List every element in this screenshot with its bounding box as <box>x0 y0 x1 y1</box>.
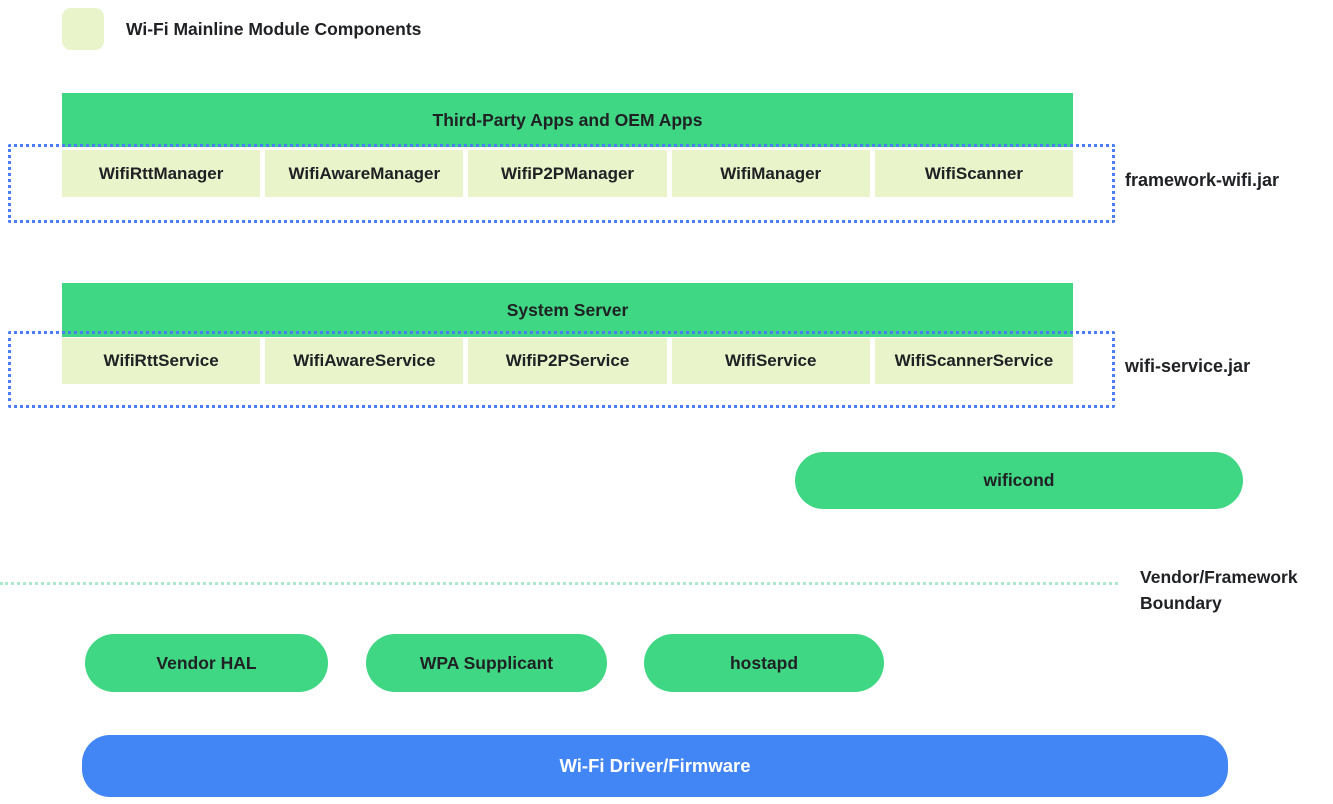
module-box-wifirttmanager: WifiRttManager <box>62 150 261 197</box>
vendor-framework-boundary-line <box>0 582 1118 585</box>
framework-wifi-jar-label: framework-wifi.jar <box>1125 170 1280 190</box>
system-server-header: System Server <box>62 283 1073 337</box>
module-box-wifip2pservice: WifiP2PService <box>468 338 667 384</box>
manager-module-row: WifiRttManager WifiAwareManager WifiP2PM… <box>62 150 1074 197</box>
module-box-wifimanager: WifiManager <box>671 150 870 197</box>
module-box-wifiawaremanager: WifiAwareManager <box>265 150 464 197</box>
mainline-module-legend-swatch-icon <box>62 8 104 50</box>
vendor-hal-pill: Vendor HAL <box>85 634 328 692</box>
hostapd-pill: hostapd <box>644 634 884 692</box>
wpa-supplicant-pill: WPA Supplicant <box>366 634 607 692</box>
module-box-wifiscannerservice: WifiScannerService <box>874 338 1074 384</box>
module-box-wifiscanner: WifiScanner <box>874 150 1074 197</box>
module-box-wifiservice: WifiService <box>671 338 870 384</box>
wifi-service-jar-label: wifi-service.jar <box>1125 356 1251 376</box>
service-module-row: WifiRttService WifiAwareService WifiP2PS… <box>62 338 1074 384</box>
third-party-apps-header: Third-Party Apps and OEM Apps <box>62 93 1073 147</box>
vendor-framework-boundary-label: Vendor/Framework Boundary <box>1140 567 1298 614</box>
module-box-wifiawareservice: WifiAwareService <box>265 338 464 384</box>
wificond-pill: wificond <box>795 452 1243 509</box>
wifi-driver-firmware-bar: Wi-Fi Driver/Firmware <box>82 735 1228 797</box>
module-box-wifirttservice: WifiRttService <box>62 338 261 384</box>
legend: Wi-Fi Mainline Module Components <box>62 8 421 50</box>
legend-label: Wi-Fi Mainline Module Components <box>126 18 422 39</box>
module-box-wifip2pmanager: WifiP2PManager <box>468 150 667 197</box>
